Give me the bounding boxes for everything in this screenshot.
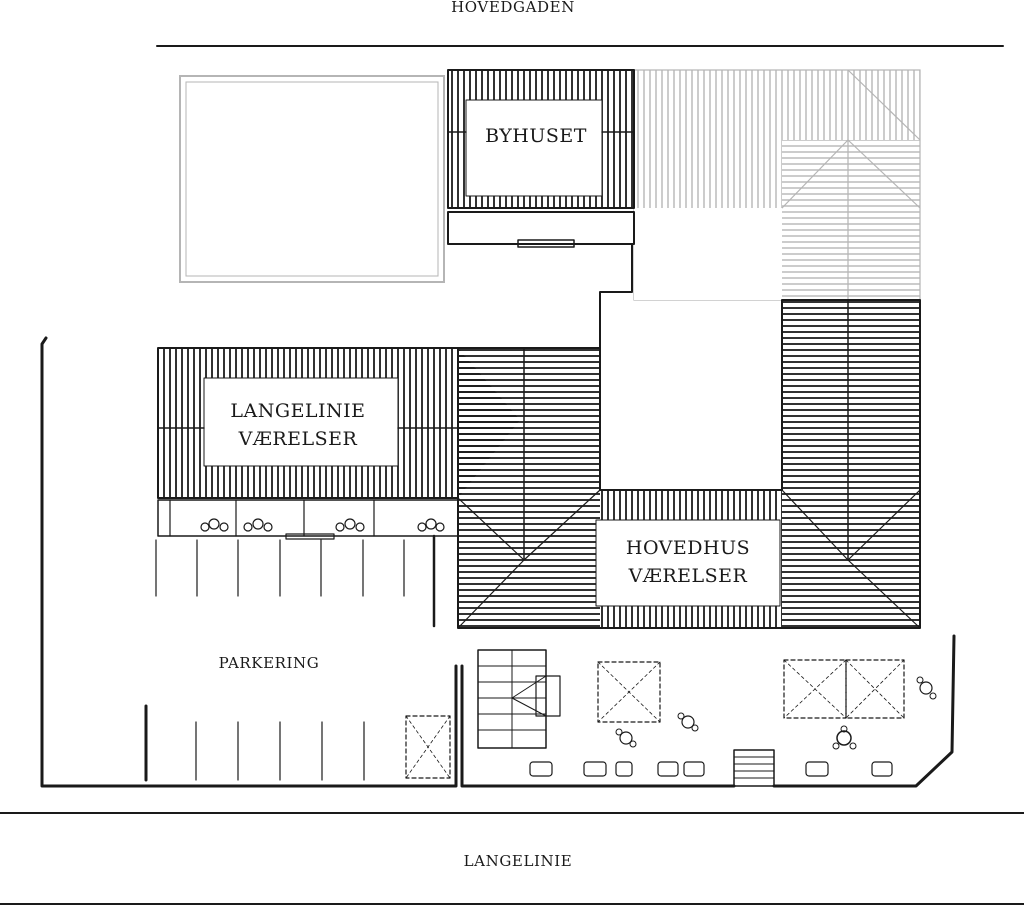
- round-table: [677, 712, 699, 732]
- round-table: [615, 728, 637, 748]
- building-label-hovedhus-line1: HOVEDHUS: [626, 537, 750, 559]
- round-table: [916, 676, 937, 700]
- parking-area: PARKERING: [40, 336, 458, 788]
- building-hovedhus-vaerelser: HOVEDHUS VÆRELSER: [457, 299, 921, 629]
- parasol-1: [597, 661, 661, 723]
- round-table: [832, 725, 857, 750]
- street-langelinie: LANGELINIE: [0, 812, 1024, 905]
- street-label-langelinie: LANGELINIE: [464, 852, 573, 870]
- parking-stalls-bottom: [195, 721, 365, 781]
- terrace-courtyard: [460, 634, 956, 788]
- langelinie-terraces: [157, 499, 459, 540]
- building-label-langelinie-line2: VÆRELSER: [238, 428, 358, 450]
- empty-lot: [179, 75, 445, 283]
- building-label-langelinie-line1: LANGELINIE: [230, 400, 365, 422]
- parking-stalls-top: [155, 539, 405, 597]
- parasol-2: [783, 659, 847, 719]
- street-hovedgaden: HOVEDGADEN: [156, 0, 1004, 47]
- parasol-3: [845, 659, 905, 719]
- building-label-byhuset: BYHUSET: [485, 125, 587, 147]
- entrance-steps: [733, 749, 775, 787]
- street-label-hovedgaden: HOVEDGADEN: [451, 0, 575, 16]
- parking-kiosk: [405, 715, 451, 779]
- building-label-hovedhus-line2: VÆRELSER: [628, 565, 748, 587]
- building-byhuset: BYHUSET: [447, 69, 635, 209]
- building-langelinie-vaerelser: LANGELINIE VÆRELSER: [157, 347, 520, 499]
- staircase: [477, 649, 561, 749]
- bench-seats: [529, 761, 893, 777]
- area-label-parkering: PARKERING: [219, 654, 320, 672]
- faded-wing: [633, 69, 921, 301]
- shrubs: [200, 518, 445, 532]
- byhuset-annex: [447, 211, 635, 349]
